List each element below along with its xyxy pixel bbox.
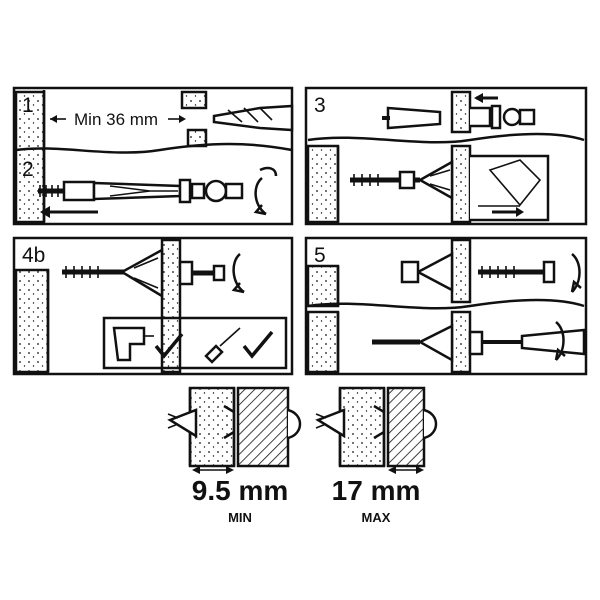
step-number-4b: 4b [22,244,45,267]
panel-step-4b: 4b [12,236,294,376]
max-thickness-detail [315,386,438,474]
step-number-1: 1 [22,94,34,117]
min-depth-label: Min 36 mm [74,110,158,129]
panel-steps-5-6: 5 6 [304,236,588,376]
drill-bit-icon [212,104,294,132]
rotate-arrow-icon [231,253,245,294]
hollow-wall-anchor-icon [38,178,244,204]
min-thickness-detail [167,386,302,474]
step-number-3: 3 [314,94,326,117]
checkmark-icon [154,332,184,359]
checkmark-icon [242,330,274,359]
max-thickness-label: MAX [362,510,391,525]
rotate-arrow-icon [253,166,278,216]
wall-section [14,90,46,224]
panel-steps-1-2: 1 Min 36 mm 2 [12,86,294,226]
panel-steps-3-4a: 3 4a [304,86,588,226]
max-thickness-value: 17 mm [332,475,421,506]
step-number-2: 2 [22,158,34,181]
min-thickness-value: 9.5 mm [192,475,289,506]
power-drill-icon [112,326,154,362]
min-thickness-label: MIN [228,510,252,525]
screwdriver-icon [204,327,241,364]
setting-tool-icon [470,154,550,222]
step-number-5: 5 [314,244,326,267]
